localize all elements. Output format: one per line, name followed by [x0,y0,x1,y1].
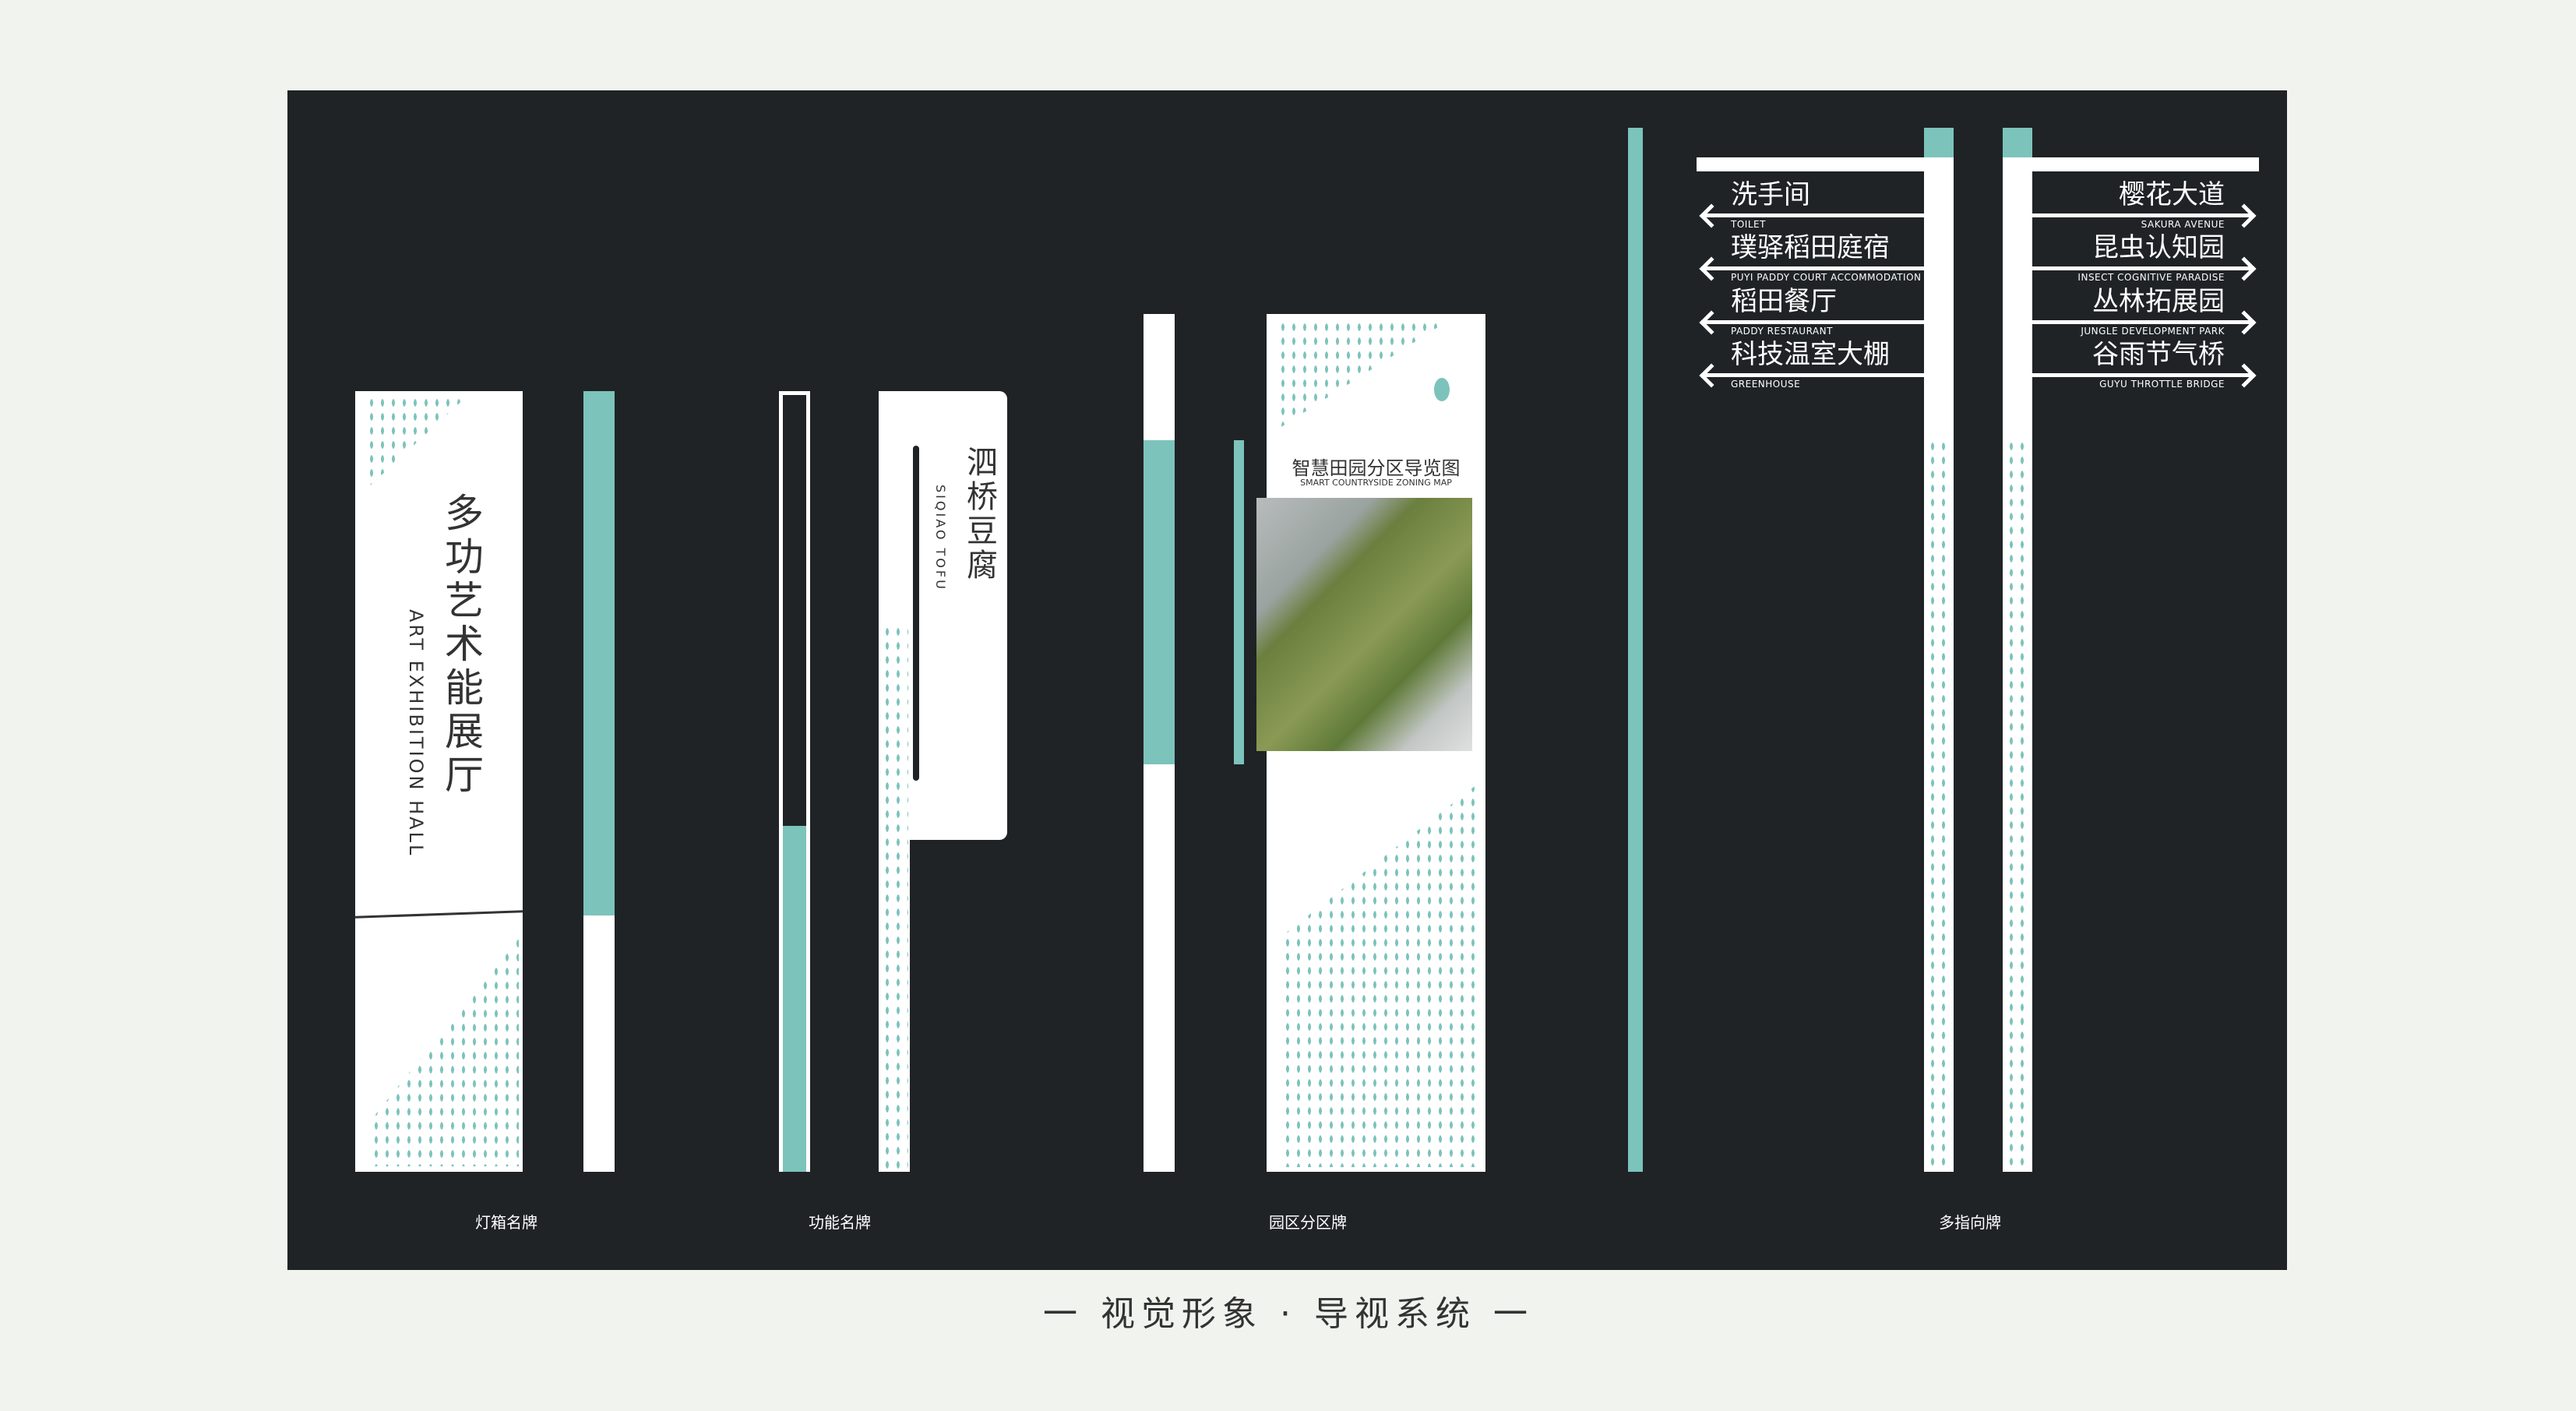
divider [355,910,523,919]
arrow-line [2032,266,2254,270]
teal-band [1144,440,1175,764]
caption-zone: 园区分区牌 [1269,1213,1347,1232]
direction-label-en: INSECT COGNITIVE PARADISE [2077,272,2225,283]
direction-label-en: TOILET [1731,219,1766,230]
arrow-line [2032,320,2254,324]
direction-label-cn: 稻田餐厅 [1731,286,1837,317]
logo-icon [2003,128,2032,157]
sign-title-cn: 智慧田园分区导览图 [1292,457,1461,479]
arrow-line [1701,213,1924,217]
function-strip [879,391,910,1172]
logo-icon [1924,128,1954,157]
dot-pattern [371,937,519,1166]
direction-label-en: GREENHOUSE [1731,379,1801,390]
dot-pattern [2006,439,2029,1168]
direction-label-cn: 谷雨节气桥 [2092,339,2225,370]
zone-sign: 智慧田园分区导览图 SMART COUNTRYSIDE ZONING MAP [1256,314,1485,1172]
arrow-line [1701,320,1924,324]
teal-fill [783,826,806,1172]
direction-label-en: PADDY RESTAURANT [1731,326,1833,337]
direction-label-cn: 丛林拓展园 [2092,286,2225,317]
dot-pattern [1277,320,1449,429]
top-bar-right [2032,157,2259,171]
footer-title: 一 视觉形象 · 导视系统 一 [1043,1294,1534,1334]
sign-title-en: ART EXHIBITION HALL [405,609,427,858]
dot-pattern [1927,439,1951,1168]
lightbox-side-white [583,915,615,1172]
logo-icon [1434,378,1450,401]
lightbox-side-teal [583,391,615,915]
caption-directional: 多指向牌 [1939,1213,2001,1232]
arrow-line [2032,213,2254,217]
pole-right [2003,128,2032,1172]
arrow-line [2032,373,2254,377]
function-sign: 泗桥豆腐 SIQIAO TOFU [910,391,1007,840]
dot-pattern [1282,781,1481,1167]
teal-edge [1234,440,1244,764]
caption-function: 功能名牌 [809,1213,871,1232]
dot-pattern [882,625,908,1170]
direction-label-cn: 樱花大道 [2119,179,2225,210]
zone-side-view [1144,314,1175,1172]
dot-pattern [366,396,467,489]
lightbox-sign: 多功艺术能展厅 ART EXHIBITION HALL [355,391,523,1172]
pole-left [1924,128,1954,1172]
sign-title-cn: 泗桥豆腐 [961,446,997,583]
direction-label-cn: 科技温室大棚 [1731,339,1890,370]
directional-side-view [1628,128,1643,1172]
aerial-map [1256,498,1472,751]
arrow-line [1701,373,1924,377]
direction-label-cn: 璞驿稻田庭宿 [1731,232,1890,263]
arrow-line [1701,266,1924,270]
direction-label-en: JUNGLE DEVELOPMENT PARK [2081,326,2225,337]
sign-title-en: SIQIAO TOFU [933,485,948,591]
function-side-view [779,391,810,1172]
black-bar [913,446,919,781]
direction-label-en: SAKURA AVENUE [2141,219,2225,230]
direction-label-en: GUYU THROTTLE BRIDGE [2099,379,2225,390]
top-bar-left [1697,157,1924,171]
caption-lightbox: 灯箱名牌 [475,1213,537,1232]
direction-label-cn: 昆虫认知园 [2092,232,2225,263]
direction-label-en: PUYI PADDY COURT ACCOMMODATION [1731,272,1922,283]
sign-title-cn: 多功艺术能展厅 [439,492,484,798]
sign-title-en: SMART COUNTRYSIDE ZONING MAP [1300,478,1452,488]
direction-label-cn: 洗手间 [1731,179,1810,210]
